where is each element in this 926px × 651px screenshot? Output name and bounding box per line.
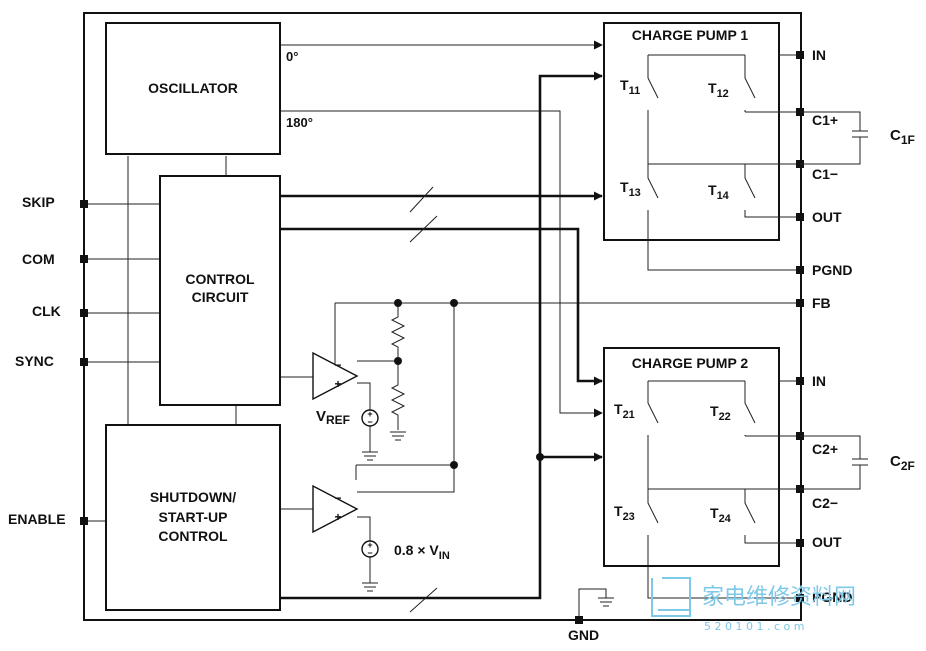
comp1-plus-sign: + <box>334 377 341 391</box>
comp1-minus-sign: − <box>334 358 341 372</box>
comparator-1 <box>312 351 359 401</box>
switch-t13 <box>647 164 800 271</box>
bus-cp2-in <box>280 227 603 386</box>
wire-osc-180 <box>280 110 603 418</box>
phase-180-label: 180° <box>286 115 313 130</box>
shutdown-label-3: CONTROL <box>158 528 228 544</box>
pin-c1m: C1− <box>812 166 838 182</box>
bus-slash-1 <box>409 186 434 213</box>
comp2-plus-sign: + <box>334 510 341 524</box>
vin-plus: + <box>367 540 372 550</box>
t12-label: T12 <box>708 80 729 100</box>
t23-label: T23 <box>614 503 635 523</box>
pin-c1p: C1+ <box>812 112 838 128</box>
resistor-divider <box>390 303 406 430</box>
pin-pgnd-1: PGND <box>812 262 852 278</box>
pin-clk: CLK <box>32 303 61 319</box>
cap-c2f <box>800 435 868 490</box>
t24-label: T24 <box>710 505 732 525</box>
vin-source-icon <box>361 540 379 558</box>
wire-comp1-plus <box>357 382 371 410</box>
phase-0-label: 0° <box>286 49 298 64</box>
watermark-url: 5 2 0 1 0 1 . c o m <box>704 620 804 633</box>
control-circuit-block <box>159 175 281 406</box>
divider-ground <box>390 431 406 441</box>
t14-label: T14 <box>708 182 730 202</box>
pin-skip: SKIP <box>22 194 55 210</box>
pin-com: COM <box>22 251 55 267</box>
wire-comp2-minus <box>357 303 455 493</box>
switch-t23 <box>647 489 800 599</box>
vref-plus: + <box>367 409 372 419</box>
cp2-title: CHARGE PUMP 2 <box>632 355 749 371</box>
oscillator-block <box>105 22 281 155</box>
bus-slash-2 <box>409 215 438 243</box>
wire-comp2-plus <box>357 516 371 541</box>
bus-shut-cp1 <box>280 71 603 600</box>
cap-c1f <box>800 111 868 165</box>
shutdown-label-1: SHUTDOWN/ <box>150 489 236 505</box>
oscillator-label: OSCILLATOR <box>148 80 238 96</box>
pin-gnd: GND <box>568 627 599 643</box>
t11-label: T11 <box>620 77 640 97</box>
vref-ground-icon <box>362 451 378 461</box>
t21-label: T21 <box>614 401 635 421</box>
switch-t21 <box>647 381 659 489</box>
wire-gnd <box>578 588 607 620</box>
bus-slash-3 <box>409 587 438 613</box>
shutdown-block <box>105 424 281 611</box>
control-label-2: CIRCUIT <box>192 289 249 305</box>
watermark: 家电维修资料网 5 2 0 1 0 1 . c o m <box>651 577 856 633</box>
t13-label: T13 <box>620 179 641 199</box>
switch-t14 <box>744 164 800 218</box>
cp2-switches <box>647 380 800 599</box>
cap-c1f-label: C1F <box>890 127 915 147</box>
vin-label: 0.8 × VIN <box>394 542 450 562</box>
watermark-text: 家电维修资料网 <box>702 585 856 610</box>
pin-pgnd-2: PGND <box>812 589 852 605</box>
pin-out-1: OUT <box>812 209 842 225</box>
control-label-1: CONTROL <box>185 271 255 287</box>
pin-c2p: C2+ <box>812 441 838 457</box>
pin-fb: FB <box>812 295 831 311</box>
cap-c2f-label: C2F <box>890 453 915 473</box>
vref-minus: − <box>367 417 372 427</box>
comp2-minus-sign: − <box>334 491 341 505</box>
pin-in-1: IN <box>812 47 826 63</box>
comparator-2 <box>312 484 359 534</box>
shutdown-label-2: START-UP <box>159 509 228 525</box>
left-pin-squares <box>80 200 88 525</box>
pin-c2m: C2− <box>812 495 838 511</box>
switch-t24 <box>744 489 800 544</box>
pin-out-2: OUT <box>812 534 842 550</box>
charge-pump-2-block <box>603 347 780 567</box>
t22-label: T22 <box>710 403 731 423</box>
vin-ground-icon <box>362 582 378 592</box>
pin-in-2: IN <box>812 373 826 389</box>
watermark-logo-icon <box>651 577 691 617</box>
pin-sync: SYNC <box>15 353 54 369</box>
vref-label: VREF <box>316 408 350 427</box>
charge-pump-1-block <box>603 22 780 241</box>
cp1-title: CHARGE PUMP 1 <box>632 27 749 43</box>
gnd-symbol <box>598 597 614 607</box>
pin-enable: ENABLE <box>8 511 66 527</box>
vref-source-icon <box>361 409 379 427</box>
control-buses <box>280 71 603 613</box>
switch-t11 <box>647 55 659 164</box>
vin-minus: − <box>367 548 372 558</box>
